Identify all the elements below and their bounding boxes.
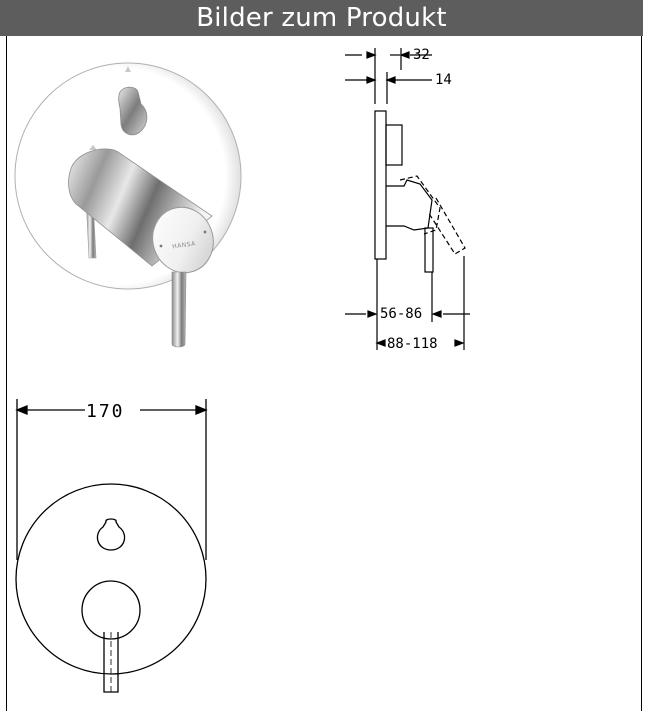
diverter-knob — [118, 66, 148, 136]
mixer-profile — [386, 179, 433, 231]
dim-arrow — [385, 76, 396, 84]
temperature-mark — [89, 145, 97, 150]
dim-arrow — [454, 339, 465, 347]
frame-border-right — [641, 36, 642, 711]
arrow-mark — [125, 66, 131, 72]
dim-arrow — [375, 339, 386, 347]
frame-border-left — [6, 36, 7, 711]
dim-arrow — [367, 310, 378, 318]
plate-profile — [374, 110, 387, 260]
diverter-outline — [96, 518, 126, 551]
dim-arrow — [15, 405, 28, 415]
dim-arrow — [399, 51, 410, 59]
dim-arrow — [431, 310, 442, 318]
lever-alt-position — [427, 197, 466, 255]
front-view-drawing — [15, 399, 208, 693]
dim-arrow — [366, 51, 377, 59]
dim-label-32: 32 — [413, 47, 430, 63]
side-view-drawing — [345, 48, 470, 350]
dim-arrow — [366, 76, 377, 84]
section-header: Bilder zum Produkt — [0, 0, 645, 36]
dim-arrow — [195, 405, 208, 415]
mixer-cap-outline — [81, 580, 141, 640]
mixer-cap — [152, 206, 214, 274]
knob-profile — [385, 124, 403, 166]
dim-label-170: 170 — [86, 401, 125, 422]
brand-mark: HANSA — [172, 240, 197, 250]
dim-label-14: 14 — [435, 72, 452, 88]
cap-dot — [159, 244, 163, 248]
mixer-alt-position — [399, 175, 441, 235]
lever-profile — [424, 227, 434, 273]
cap-dot — [203, 230, 207, 234]
dim-label-56-86: 56-86 — [380, 306, 422, 322]
dim-label-88-118: 88-118 — [387, 336, 438, 352]
section-title: Bilder zum Produkt — [196, 3, 447, 33]
mixer-lever — [171, 271, 187, 348]
product-photo: HANSA — [14, 62, 242, 348]
